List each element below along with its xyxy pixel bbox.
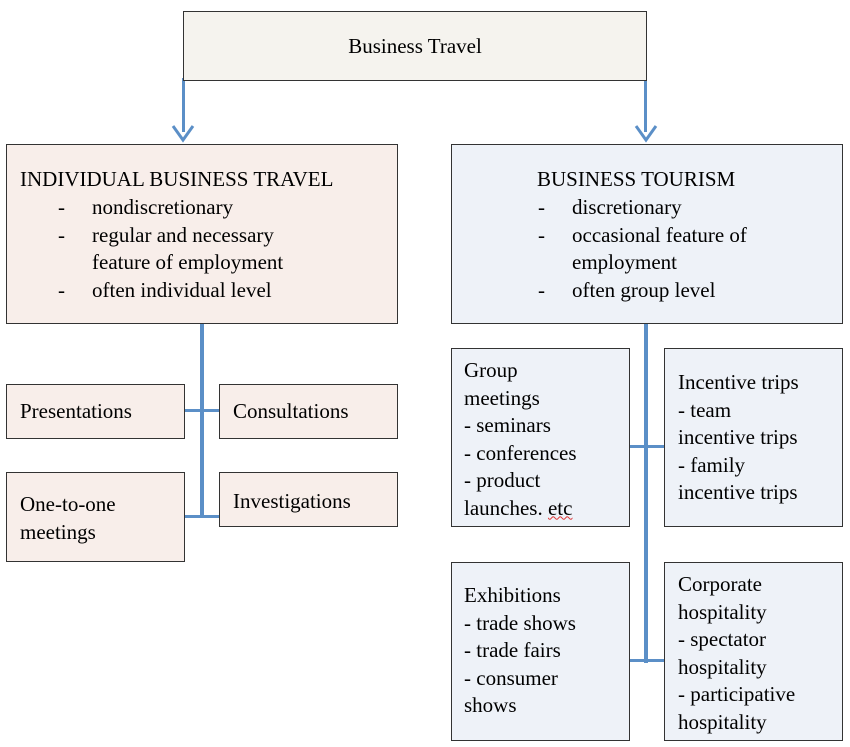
consultations-box	[219, 384, 398, 439]
right-arrowhead	[634, 125, 658, 143]
individual-row2-branch	[184, 515, 220, 518]
root-label: Business Travel	[348, 34, 482, 58]
tourism-point: often group level	[500, 277, 747, 305]
individual-trunk	[200, 322, 204, 518]
individual-point: often individual level	[20, 277, 283, 305]
business-tourism-title: BUSINESS TOURISM	[537, 167, 736, 191]
tourism-point: discretionary	[500, 194, 747, 222]
tourism-row2-branch	[628, 659, 664, 662]
tourism-row1-branch	[628, 445, 664, 448]
investigations-box	[219, 472, 398, 527]
exhibitions-label: Exhibitions - trade shows - trade fairs …	[464, 583, 576, 717]
root-to-right-connector	[644, 78, 647, 132]
consultations-label: Consultations	[233, 399, 349, 423]
exhibitions-box	[451, 562, 630, 741]
individual-business-travel-list: nondiscretionary regular and necessaryfe…	[20, 194, 283, 304]
root-box	[183, 11, 647, 81]
root-to-left-connector	[182, 78, 185, 132]
corporate-hospitality-box	[664, 562, 843, 741]
one-to-one-meetings-box	[6, 472, 185, 562]
business-tourism-list: discretionary occasional feature ofemplo…	[500, 194, 747, 304]
incentive-trips-box	[664, 348, 843, 527]
corporate-hospitality-label: Corporate hospitality - spectator hospit…	[678, 572, 796, 734]
presentations-label: Presentations	[20, 399, 132, 423]
presentations-box	[6, 384, 185, 439]
group-meetings-label: Group meetings - seminars - conferences …	[464, 358, 577, 520]
left-arrowhead	[171, 125, 195, 143]
individual-business-travel-title: INDIVIDUAL BUSINESS TRAVEL	[20, 167, 334, 191]
individual-point: nondiscretionary	[20, 194, 283, 222]
incentive-trips-label: Incentive trips - team incentive trips -…	[678, 370, 799, 504]
group-meetings-box	[451, 348, 630, 527]
investigations-label: Investigations	[233, 489, 351, 513]
tourism-trunk	[644, 322, 648, 663]
individual-row1-branch	[184, 409, 220, 412]
